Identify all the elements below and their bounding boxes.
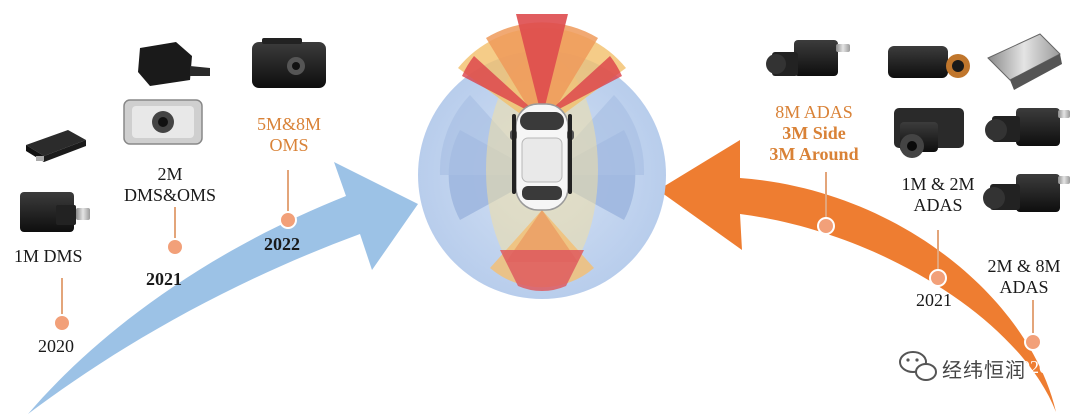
product-label-line: 5M&8M [256,114,321,134]
product-label-line: 3M Side [782,123,846,143]
year-label-2020: 2020 [38,336,74,356]
top-view-car-icon [510,103,574,211]
product-label-2m-dms-oms: 2M DMS&OMS [120,164,220,206]
product-1m-dms-cam-b [20,192,90,232]
blue-arrow [28,162,418,414]
product-label-1m-dms: 1M DMS [14,246,83,266]
product-1m-dms-cam-a [26,130,86,162]
timeline-dot-2020 [53,314,71,332]
product-2m-8m-adas-cam-a [987,33,1062,90]
product-1m-2m-adas-cam-b [894,108,964,158]
product-1m-2m-adas-cam-a [888,46,970,78]
year-label-2022: 2022 [264,234,300,254]
product-5m-8m-oms-cam [252,38,326,88]
year-label-2021: 2021 [146,269,182,289]
year-label-right-2021: 2021 [916,290,952,310]
year-label-right-2020: 2020 [1012,357,1048,377]
orange-arrow [658,140,1056,412]
product-2m-dms-oms-cam-a [138,42,210,86]
product-2m-8m-adas-cam-b [985,108,1070,146]
right-timeline-markers [817,172,1042,351]
product-label-right-2021: 1M & 2M ADAS [886,174,990,216]
timeline-dot-right-2021 [929,269,947,287]
product-label-line: 2M & 8M [987,256,1061,276]
product-label-line: 1M & 2M [901,174,975,194]
product-label-line: ADAS [913,195,963,215]
product-label-line: ADAS [999,277,1049,297]
product-label-line: OMS [269,135,309,155]
product-label-line: 3M Around [769,144,859,164]
watermark-text: 经纬恒润 [942,358,1026,382]
timeline-dot-right-2020 [1024,333,1042,351]
left-timeline-markers [53,170,297,332]
product-label-right-2020: 2M & 8M ADAS [972,256,1076,298]
product-2m-dms-oms-cam-b [123,99,203,145]
product-2m-8m-adas-cam-c [983,174,1070,212]
year-label-right-2022: 2022 [804,242,840,262]
product-label-line: 8M ADAS [775,102,853,122]
wechat-icon [899,351,937,381]
product-label-line: 2M [157,164,183,184]
timeline-dot-right-2022 [817,217,835,235]
timeline-dot-2022 [279,211,297,229]
product-label-5m-8m-oms: 5M&8M OMS [244,114,334,156]
product-label-line: DMS&OMS [123,185,217,205]
product-label-right-2022: 8M ADAS 3M Side 3M Around [754,102,874,165]
timeline-dot-2021 [166,238,184,256]
product-8m-adas-cam [766,40,850,76]
